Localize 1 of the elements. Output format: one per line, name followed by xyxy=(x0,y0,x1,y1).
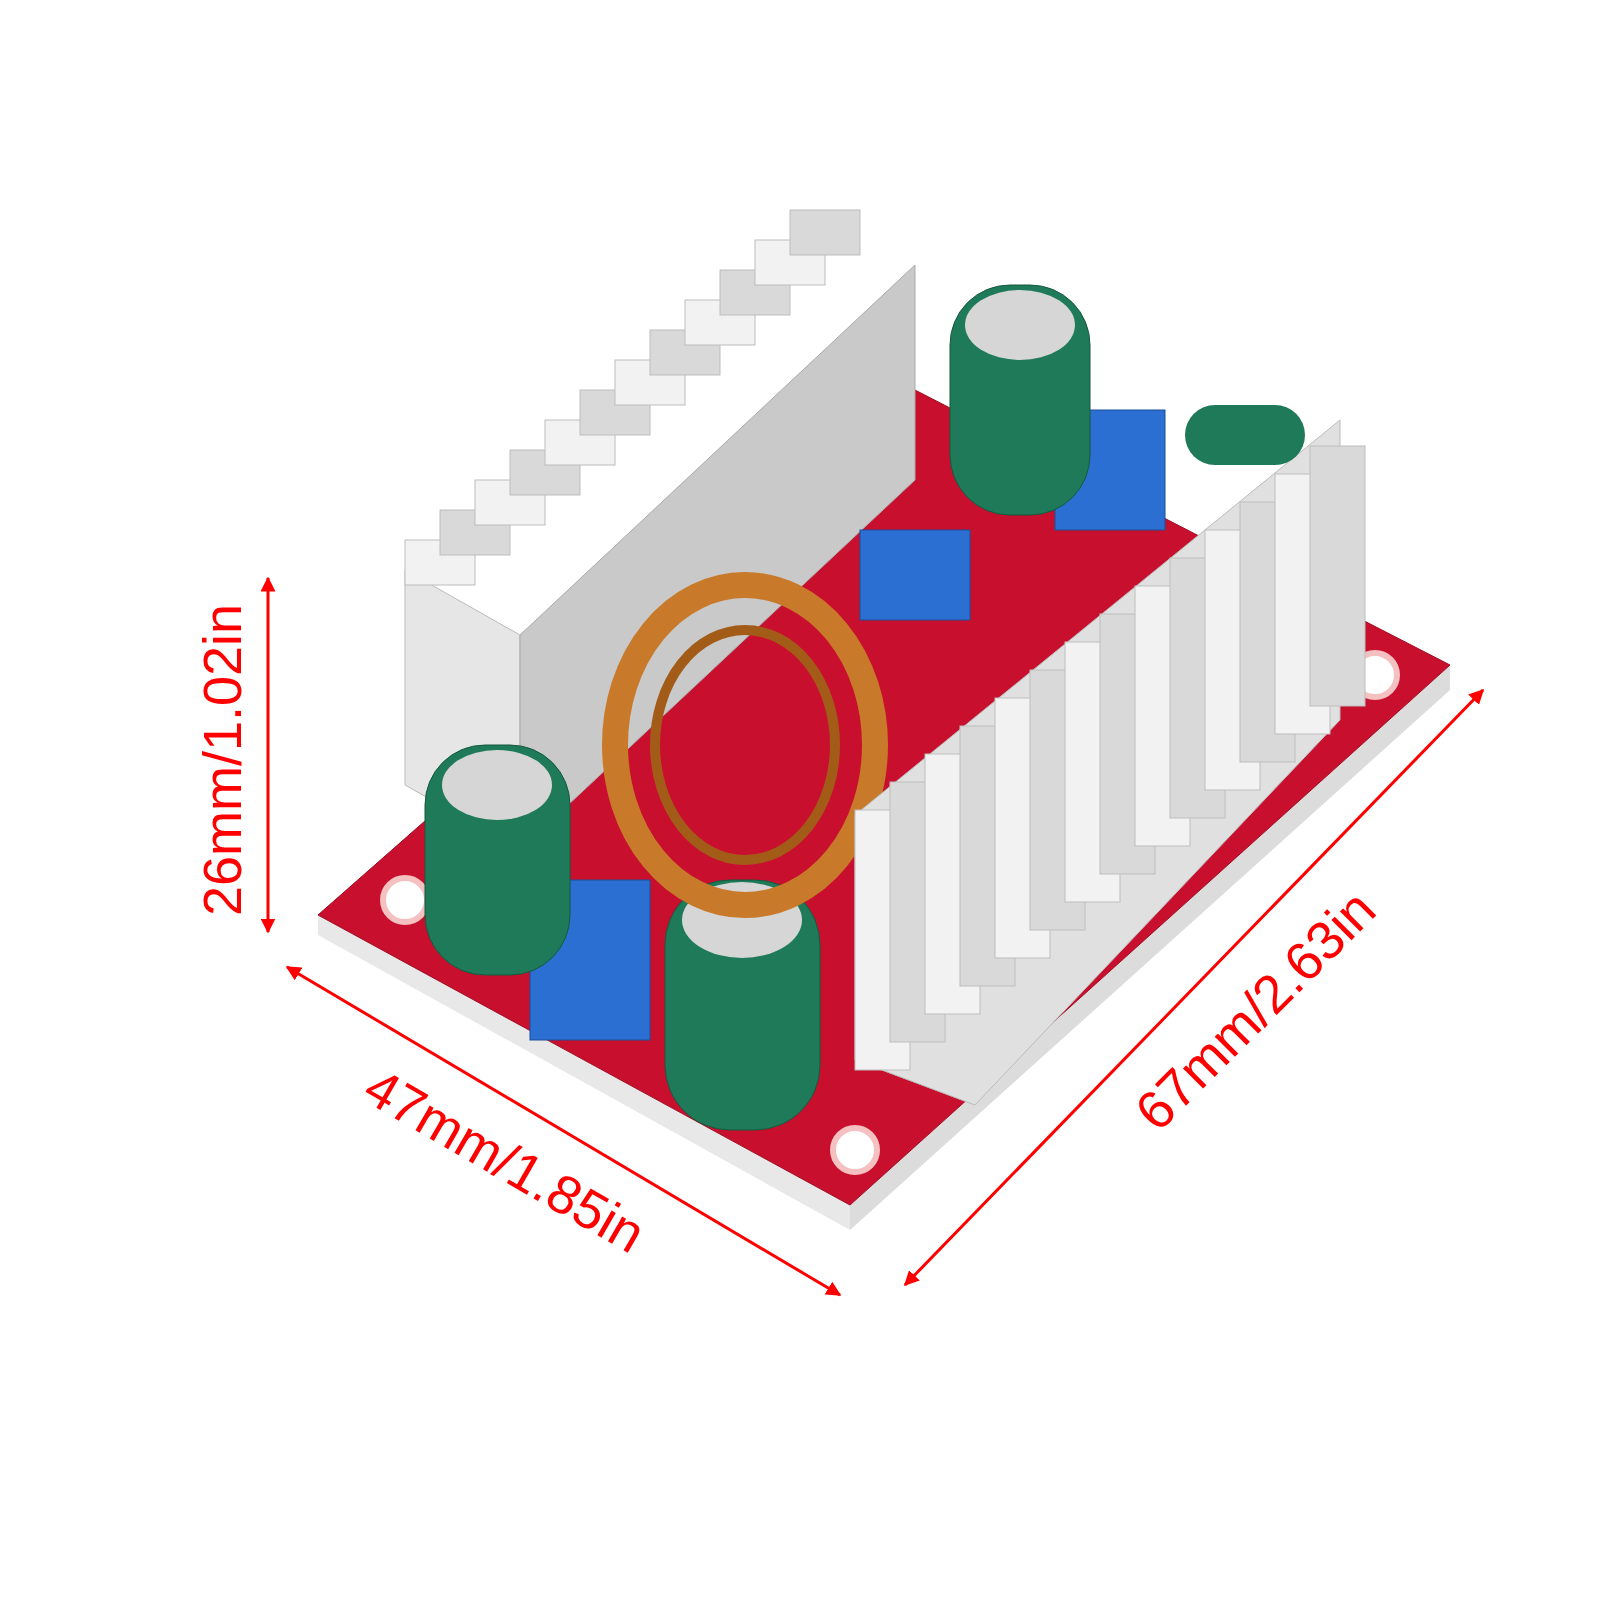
dimension-label: 26mm/1.02in xyxy=(195,603,249,917)
